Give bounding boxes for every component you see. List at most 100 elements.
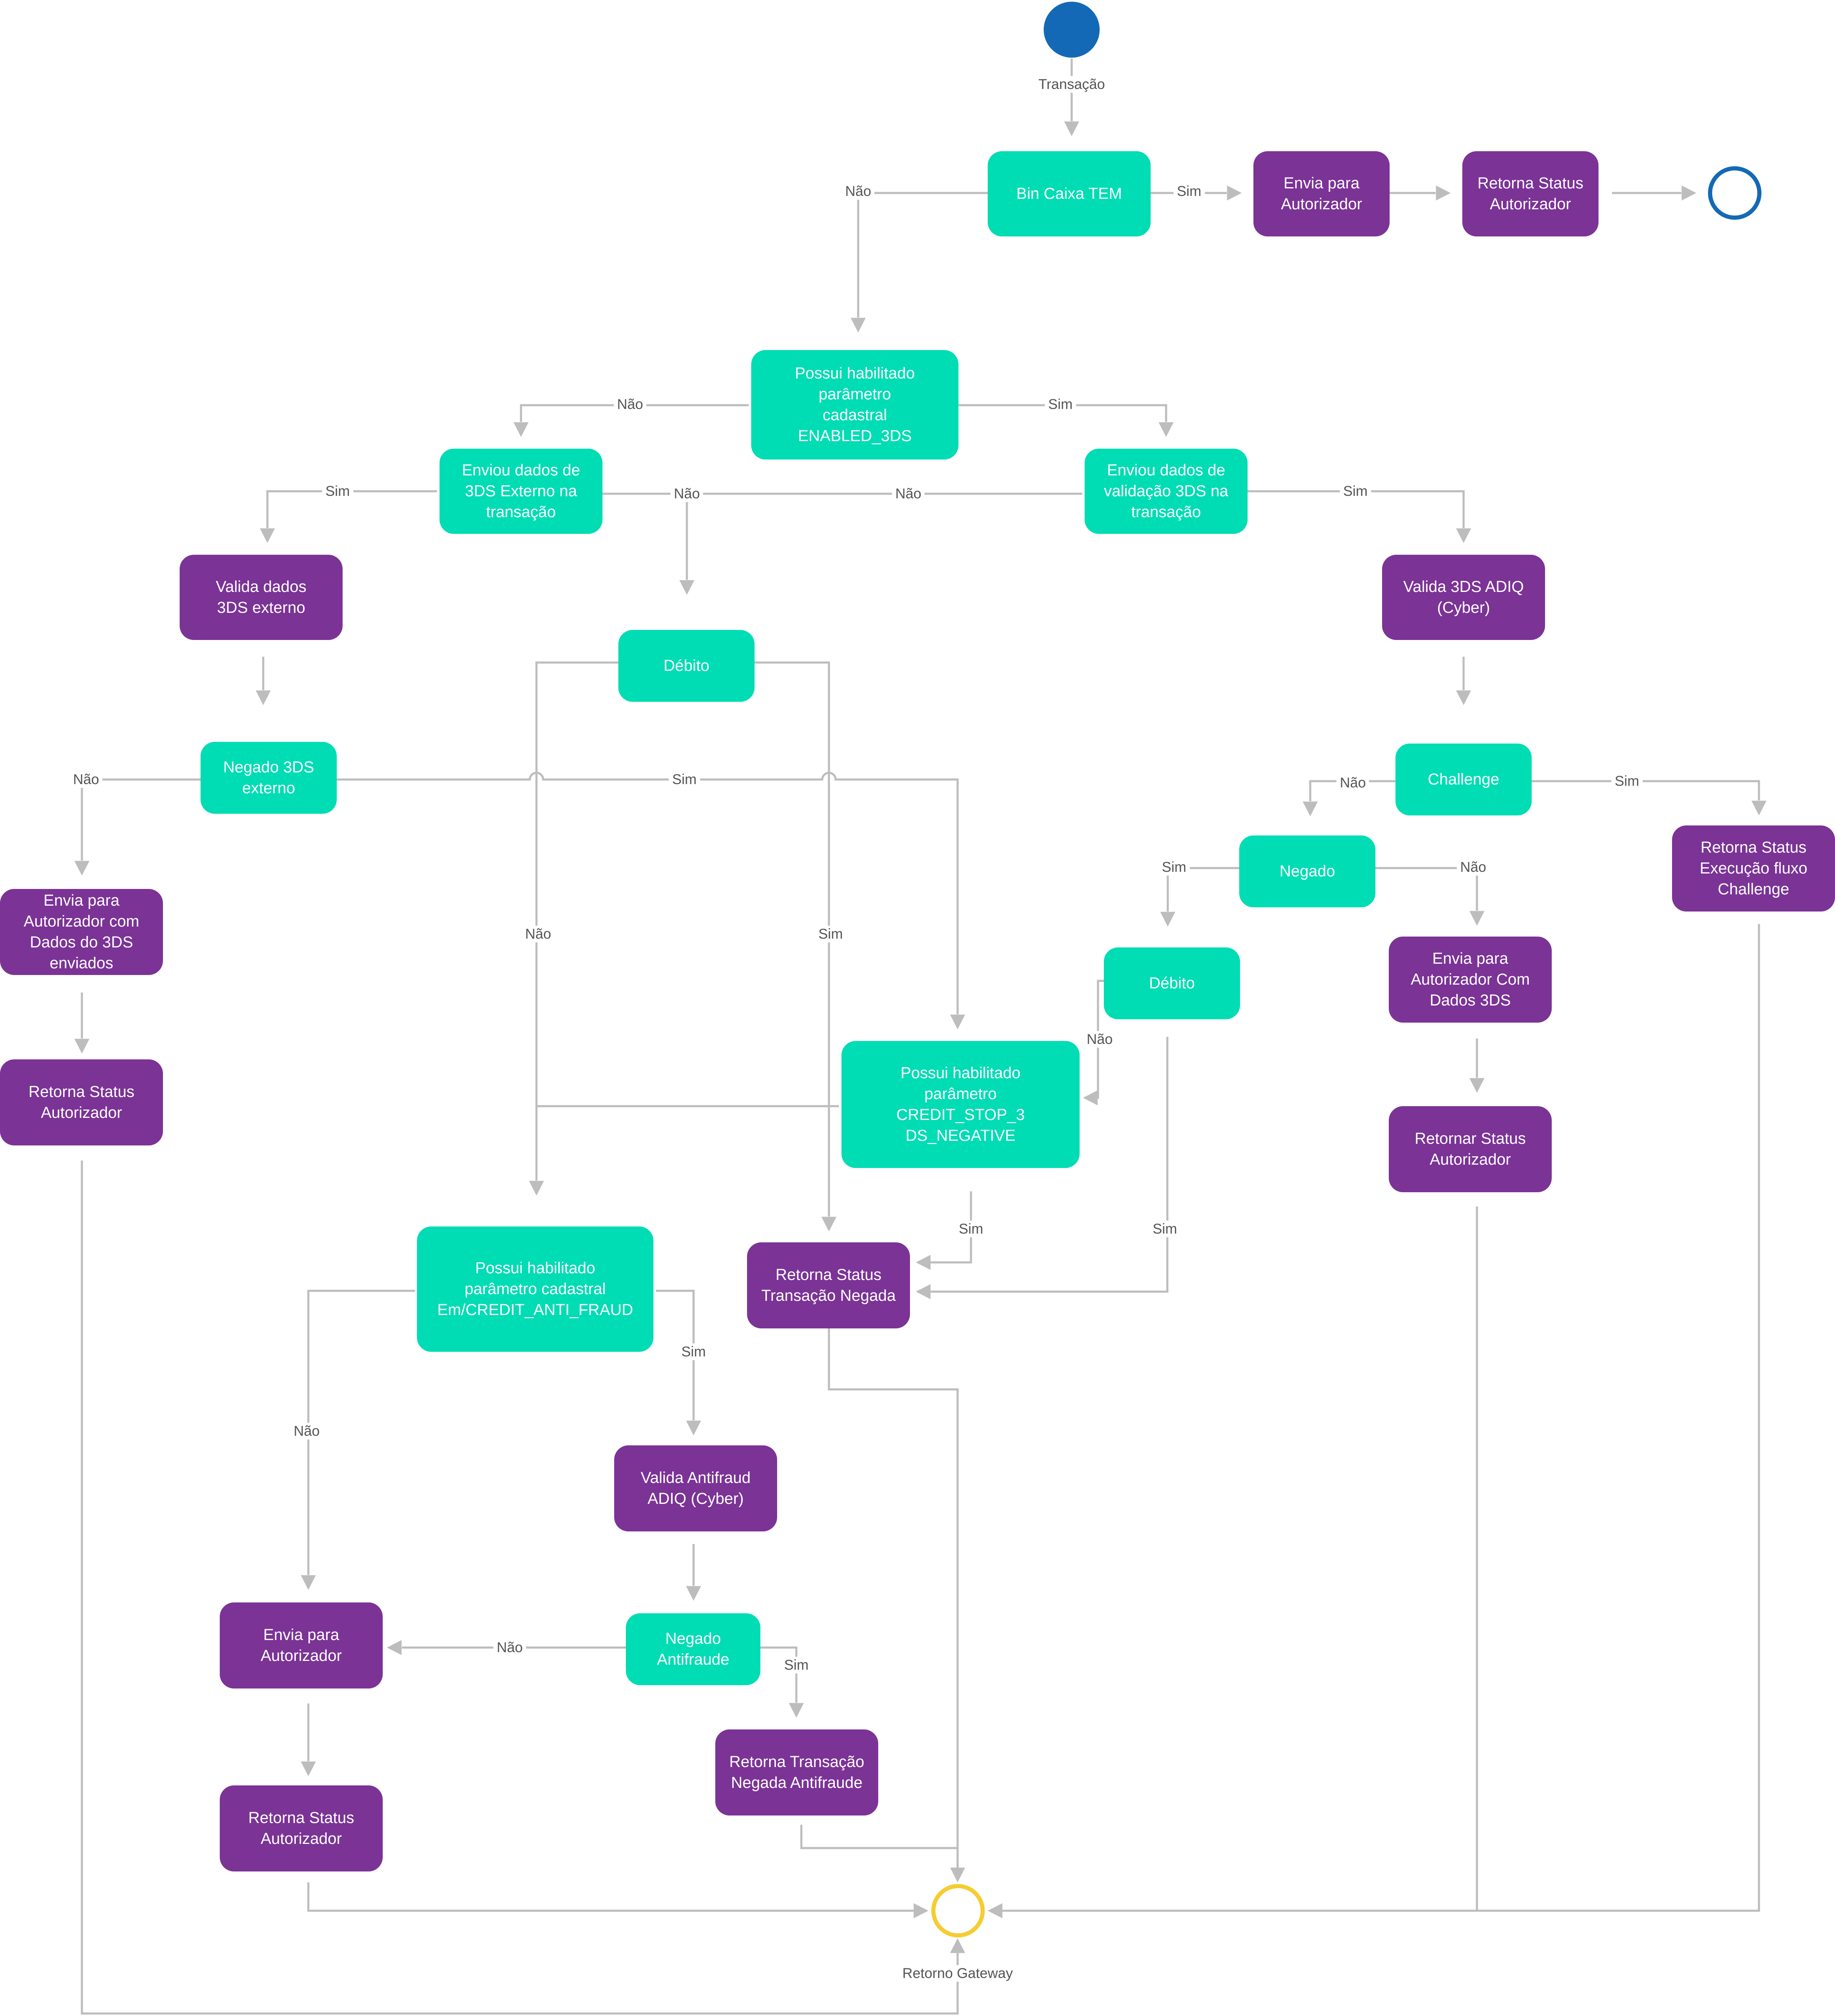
connector-arrowhead <box>821 1216 836 1231</box>
connector-arrowhead <box>301 1575 316 1590</box>
connector-arrowhead <box>256 690 271 705</box>
connector-arrowhead <box>1227 185 1242 201</box>
connector-arrowhead <box>1083 1090 1098 1105</box>
negado-3ds-externo-decision: Negado 3DS externo <box>201 742 337 814</box>
gateway-event <box>931 1884 985 1937</box>
connector-line <box>1248 490 1465 528</box>
start-event-caption: Transação <box>1035 76 1108 93</box>
connector-arrowhead <box>1456 690 1471 705</box>
connector-arrowhead <box>950 1014 965 1029</box>
gateway-event-caption: Retorno Gateway <box>899 1965 1017 1982</box>
enabled-3ds-decision: Possui habilitado parâmetro cadastral EN… <box>751 350 958 460</box>
retorna-transacao-negada-step: Retorna Status Transação Negada <box>747 1242 910 1328</box>
connector-arrowhead <box>851 317 866 333</box>
connector-line <box>923 1191 972 1264</box>
connector-arrowhead <box>1159 422 1174 437</box>
enviou-3ds-externo-decision: Enviou dados de 3DS Externo na transação <box>440 449 602 534</box>
edge-label-sim: Sim <box>955 1221 987 1237</box>
connector-arrowhead <box>988 1903 1003 1918</box>
connector-arrowhead <box>301 1761 316 1776</box>
connector-arrowhead <box>1456 528 1471 543</box>
edge-label-sim: Sim <box>1611 773 1643 790</box>
negado-antifraude-decision: Negado Antifraude <box>626 1613 760 1685</box>
connector-line <box>535 661 618 1181</box>
edge-label-nao: Não <box>521 926 555 942</box>
bin-caixa-decision: Bin Caixa TEM <box>988 151 1151 236</box>
edge-label-nao: Não <box>1336 774 1370 791</box>
connector-line <box>1532 780 1760 800</box>
connector-arrowhead <box>387 1640 402 1655</box>
connector-arrowhead <box>1160 912 1175 927</box>
connector-arrowhead <box>916 1255 931 1270</box>
anti-fraud-param-decision: Possui habilitado parâmetro cadastral Em… <box>417 1226 653 1352</box>
connector-arrowhead <box>1469 1078 1484 1093</box>
edge-label-sim: Sim <box>678 1343 709 1360</box>
connector-line <box>307 1882 917 1912</box>
edge-label-sim: Sim <box>1173 183 1205 200</box>
connector-arrowhead <box>686 1420 701 1435</box>
connector-line <box>755 661 830 1216</box>
negado-decision: Negado <box>1239 835 1375 907</box>
retorna-negada-antifraude-step: Retorna Transação Negada Antifraude <box>715 1729 878 1815</box>
edge-label-sim: Sim <box>1045 396 1076 413</box>
connector-arrowhead <box>1681 185 1696 201</box>
debito-right-decision: Débito <box>1104 947 1240 1019</box>
edge-label-nao: Não <box>613 396 647 413</box>
retornar-status-right-step: Retornar Status Autorizador <box>1389 1106 1552 1192</box>
connector-arrowhead <box>513 422 529 437</box>
connector-line <box>828 1328 959 1869</box>
connector-arrowhead <box>1751 800 1766 815</box>
connector-line <box>81 1160 959 2015</box>
edge-label-sim: Sim <box>1158 859 1190 876</box>
connector-arrowhead <box>74 861 89 876</box>
end-event <box>1708 166 1761 220</box>
connector-arrowhead <box>1303 801 1318 816</box>
edge-label-nao: Não <box>841 183 875 200</box>
connector-arrowhead <box>260 528 275 543</box>
valida-3ds-externo-step: Valida dados 3DS externo <box>180 555 343 640</box>
valida-3ds-adiq-step: Valida 3DS ADIQ (Cyber) <box>1382 555 1545 640</box>
connector-line <box>857 192 988 317</box>
connector-line <box>800 1825 958 1849</box>
retorna-execucao-challenge-step: Retorna Status Execução fluxo Challenge <box>1672 825 1835 912</box>
connector-line <box>337 772 959 1014</box>
connector-line <box>760 1646 798 1703</box>
connector-line <box>656 1290 695 1420</box>
connector-arrowhead <box>913 1903 928 1918</box>
start-event <box>1044 2 1100 58</box>
connector-arrowhead <box>950 1938 965 1953</box>
connector-line <box>520 404 749 422</box>
envia-autorizador-bottom-step: Envia para Autorizador <box>220 1602 383 1688</box>
connector-arrowhead <box>789 1703 804 1718</box>
edge-label-nao: Não <box>493 1639 526 1656</box>
retorna-status-top-step: Retorna Status Autorizador <box>1462 151 1599 236</box>
credit-stop-decision: Possui habilitado parâmetro CREDIT_STOP_… <box>841 1041 1080 1168</box>
edge-label-sim: Sim <box>322 483 353 500</box>
edge-label-nao: Não <box>69 771 103 788</box>
edge-label-nao: Não <box>892 485 925 502</box>
connector-arrowhead <box>1436 185 1451 201</box>
edge-label-sim: Sim <box>1149 1221 1181 1237</box>
connector-arrowhead <box>74 1038 89 1054</box>
connector-line <box>307 1290 415 1575</box>
edge-label-sim: Sim <box>780 1657 812 1673</box>
edge-label-nao: Não <box>1456 859 1490 876</box>
edge-label-sim: Sim <box>1339 483 1371 500</box>
envia-autorizador-3ds-enviados-step: Envia para Autorizador com Dados do 3DS … <box>0 889 163 975</box>
edge-label-sim: Sim <box>668 771 700 788</box>
connector-arrowhead <box>1064 121 1079 136</box>
edge-label-nao: Não <box>290 1423 323 1440</box>
debito-center-decision: Débito <box>618 630 755 702</box>
connector-arrowhead <box>679 580 694 595</box>
connector-line <box>81 778 201 861</box>
retorna-status-left-step: Retorna Status Autorizador <box>0 1059 163 1145</box>
connector-arrowhead <box>950 1867 965 1882</box>
connector-arrowhead <box>916 1284 931 1299</box>
retorna-status-bottom-step: Retorna Status Autorizador <box>220 1785 383 1871</box>
challenge-decision: Challenge <box>1395 744 1532 815</box>
edge-label-nao: Não <box>670 485 704 502</box>
connector-line <box>923 1037 1169 1293</box>
connector-arrowhead <box>1469 911 1484 926</box>
valida-antifraud-step: Valida Antifraud ADIQ (Cyber) <box>614 1445 777 1531</box>
